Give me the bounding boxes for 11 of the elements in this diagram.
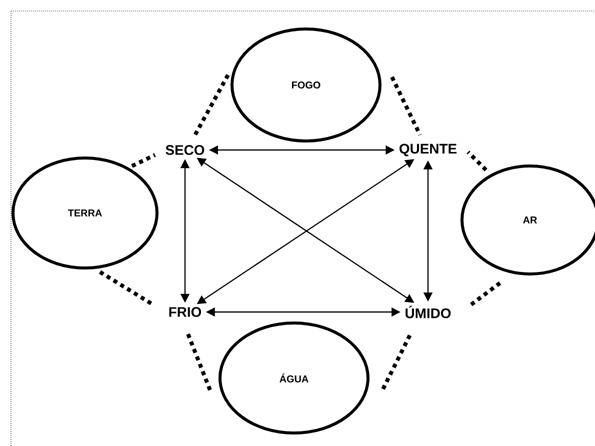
quality-label: ÚMIDO xyxy=(406,306,451,318)
dotted-line xyxy=(193,74,230,136)
quality-label: SECO xyxy=(166,145,204,155)
quality-label: QUENTE xyxy=(400,144,457,156)
quality-label: FRIO xyxy=(169,307,202,317)
dotted-line xyxy=(381,334,412,390)
dotted-line xyxy=(390,76,422,136)
dotted-line xyxy=(98,270,154,306)
dotted-line xyxy=(131,153,156,168)
dotted-line xyxy=(466,150,488,172)
dotted-line xyxy=(186,333,212,391)
